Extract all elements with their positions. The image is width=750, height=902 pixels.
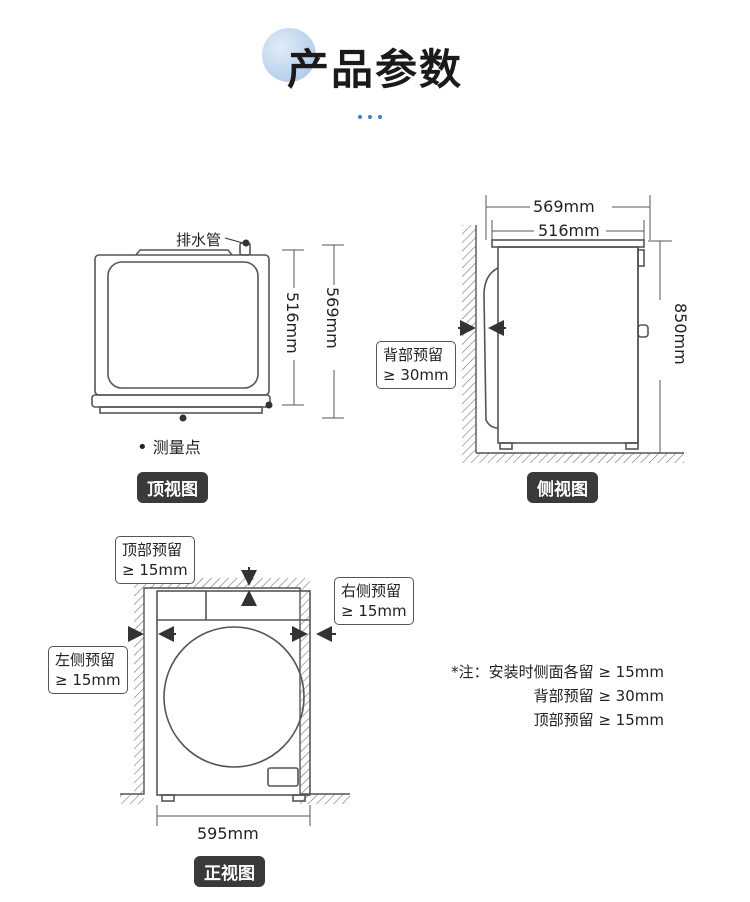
top-view-drawing xyxy=(91,242,271,414)
top-view-dimensions xyxy=(282,244,344,419)
measure-point-legend: • 测量点 xyxy=(137,434,201,458)
page-title: 产品参数 xyxy=(286,45,463,94)
front-right-wall-hatch xyxy=(300,588,310,794)
drain-pipe-label: 排水管 xyxy=(176,231,222,249)
front-left-wall-hatch xyxy=(134,588,144,794)
side-wall-hatch xyxy=(462,225,476,453)
left-clearance-value: ≥ 15mm xyxy=(55,671,121,689)
note-line-3: 顶部预留 ≥ 15mm xyxy=(533,711,664,729)
back-clearance-callout: 背部预留 ≥ 30mm xyxy=(376,341,456,389)
front-floor-hatch-right xyxy=(300,794,350,804)
top-depth-inner-label: 516mm xyxy=(283,292,302,354)
left-clearance-title: 左侧预留 xyxy=(55,651,116,669)
side-width-outer-label: 569mm xyxy=(533,197,595,216)
right-clearance-callout: 右侧预留 ≥ 15mm xyxy=(334,577,414,625)
side-view-drawing xyxy=(483,239,649,450)
back-clearance-title: 背部预留 xyxy=(383,346,444,364)
measure-point-marker-top xyxy=(179,414,187,422)
front-top-hatch xyxy=(134,578,310,588)
measure-point-bullet: • xyxy=(137,437,148,458)
back-clearance-value: ≥ 30mm xyxy=(383,366,449,384)
top-clearance-value: ≥ 15mm xyxy=(122,561,188,579)
front-width-label: 595mm xyxy=(197,824,259,843)
left-clearance-callout: 左侧预留 ≥ 15mm xyxy=(48,646,128,694)
side-width-inner-label: 516mm xyxy=(538,221,600,240)
top-clearance-title: 顶部预留 xyxy=(122,541,183,559)
top-depth-outer-label: 569mm xyxy=(323,287,342,349)
top-clearance-callout: 顶部预留 ≥ 15mm xyxy=(115,536,195,584)
side-view-caption: 侧视图 xyxy=(527,472,598,503)
note-line-1: *注：安装时侧面各留 ≥ 15mm xyxy=(451,663,664,681)
front-view-caption: 正视图 xyxy=(194,856,265,887)
side-view-dimensions xyxy=(485,195,672,454)
side-floor-hatch xyxy=(462,453,684,463)
measure-point-marker-side xyxy=(265,401,273,409)
front-floor-hatch-left xyxy=(120,794,144,804)
front-view-dimensions xyxy=(156,805,311,826)
top-view-caption: 顶视图 xyxy=(137,472,208,503)
right-clearance-title: 右侧预留 xyxy=(341,582,402,600)
side-height-label: 850mm xyxy=(671,303,690,365)
installation-notes: *注：安装时侧面各留 ≥ 15mm 背部预留 ≥ 30mm 顶部预留 ≥ 15m… xyxy=(451,660,664,732)
right-clearance-value: ≥ 15mm xyxy=(341,602,407,620)
note-line-2: 背部预留 ≥ 30mm xyxy=(533,687,664,705)
title-dots xyxy=(358,104,392,119)
measure-point-label: 测量点 xyxy=(152,438,201,457)
title-decoration xyxy=(262,28,316,82)
front-view-drawing xyxy=(156,590,311,802)
measure-point-marker-pipe xyxy=(242,239,250,247)
